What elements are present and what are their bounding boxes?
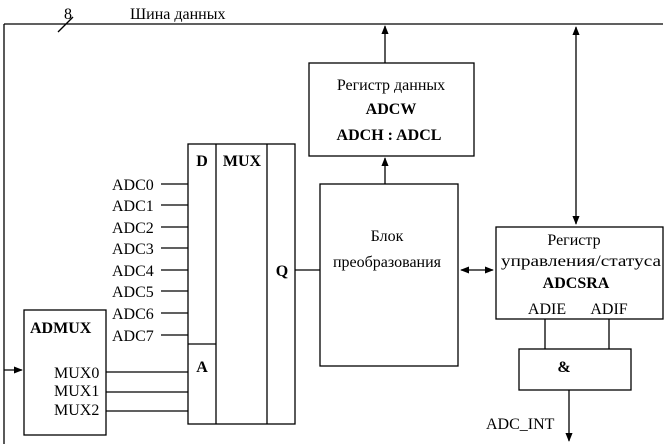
mux-title: MUX <box>223 153 262 170</box>
adc-input-label-2: ADC2 <box>112 220 154 237</box>
mux-outer-box <box>187 143 296 425</box>
control-register-box <box>495 226 664 320</box>
mux-d-label: D <box>196 153 208 170</box>
interrupt-label: ADC_INT <box>486 416 555 433</box>
and-gate-label: & <box>557 359 570 376</box>
adc-input-label-6: ADC6 <box>112 306 154 323</box>
adc-inputs: ADC0 ADC1 ADC2 ADC3 ADC4 ADC5 ADC6 ADC7 <box>112 177 188 345</box>
conversion-block-box <box>319 183 459 367</box>
control-register-name: ADCSRA <box>543 275 610 292</box>
mux-a-label: A <box>196 359 208 376</box>
adc-input-label-4: ADC4 <box>112 263 154 280</box>
control-register-bit-adie: ADIE <box>528 301 566 318</box>
and-gate: & <box>518 319 632 391</box>
control-register-line2: управления/статуса <box>501 253 661 270</box>
data-register-name: ADCW <box>366 101 417 118</box>
data-register: Регистр данных ADCW ADCH : ADCL <box>308 62 475 157</box>
conversion-block: Блок преобразования <box>319 183 459 367</box>
conversion-block-line2: преобразования <box>333 254 442 271</box>
control-register-line1: Регистр <box>547 232 600 249</box>
data-register-title: Регистр данных <box>337 77 445 94</box>
admux-title: ADMUX <box>30 320 92 337</box>
admux-bit-mux1: MUX1 <box>54 383 99 400</box>
control-register-bit-adif: ADIF <box>590 301 627 318</box>
control-register: Регистр управления/статуса ADCSRA ADIE A… <box>495 226 664 320</box>
conversion-block-line1: Блок <box>371 228 404 245</box>
adc-input-label-5: ADC5 <box>112 284 154 301</box>
data-register-pair: ADCH : ADCL <box>337 127 442 144</box>
mux-q-label: Q <box>276 263 288 280</box>
adc-input-label-0: ADC0 <box>112 177 154 194</box>
admux-register: ADMUX MUX0 MUX1 MUX2 <box>23 309 188 436</box>
adc-input-label-7: ADC7 <box>112 328 154 345</box>
data-register-box <box>308 62 475 157</box>
bus-width-label: 8 <box>64 6 72 23</box>
admux-box <box>23 309 107 436</box>
admux-bit-mux0: MUX0 <box>54 365 99 382</box>
adc-input-label-3: ADC3 <box>112 241 154 258</box>
admux-bit-mux2: MUX2 <box>54 402 99 419</box>
bus-title: Шина данных <box>130 6 225 23</box>
adc-input-label-1: ADC1 <box>112 198 154 215</box>
bus-width-tick <box>57 16 74 33</box>
data-bus: 8 Шина данных <box>3 6 663 444</box>
and-gate-box <box>518 348 632 391</box>
multiplexer: D MUX A Q <box>187 143 296 425</box>
